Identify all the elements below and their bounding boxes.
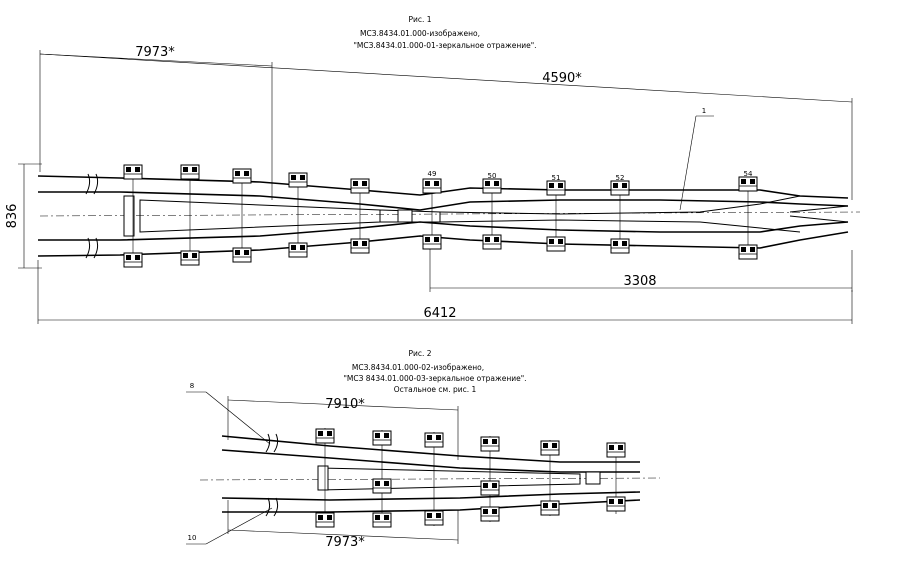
fig1-caption-line1: МСЗ.8434.01.000-изображено, <box>360 29 480 38</box>
dim-3308-label: 3308 <box>623 274 656 289</box>
tie-number: 49 <box>428 170 437 178</box>
centerline-fig2 <box>199 477 661 481</box>
dimension-4590: 4590* <box>39 53 853 200</box>
dim-6412-label: 6412 <box>423 306 456 321</box>
leader-1: 1 <box>679 107 714 211</box>
ref-8-label: 8 <box>190 382 194 390</box>
fig2-title: Рис. 2 <box>408 349 431 358</box>
dim-7973-label: 7973* <box>135 45 175 60</box>
leader-8: 8 <box>186 382 271 445</box>
ref-10-label: 10 <box>188 534 197 542</box>
frog-fig2 <box>317 465 601 491</box>
tie-numbers-fig1: 49 50 51 52 54 <box>428 170 753 182</box>
centerline-fig1 <box>39 211 861 217</box>
tie-number: 52 <box>616 174 625 182</box>
upper-rail-fig1 <box>37 173 849 211</box>
dimension-3308: 3308 <box>429 245 853 292</box>
dimension-6412: 6412 <box>37 260 853 324</box>
dim-4590-label: 4590* <box>542 71 582 86</box>
dimension-836: 836 <box>5 163 42 269</box>
figure-1: Рис. 1 МСЗ.8434.01.000-изображено, "МСЗ.… <box>5 15 861 324</box>
figure-2: Рис. 2 МСЗ.8434.01.000-02-изображено, "М… <box>186 349 661 550</box>
frog-fig1 <box>123 195 849 237</box>
tie-number: 51 <box>552 174 561 182</box>
dimension-7973-fig2: 7973* <box>227 500 459 550</box>
tie-number: 50 <box>488 172 497 180</box>
dimension-7973-fig1: 7973* <box>39 45 273 200</box>
fig1-title: Рис. 1 <box>408 15 431 24</box>
dim-836-label: 836 <box>5 204 20 229</box>
dim-7910-label: 7910* <box>325 397 365 412</box>
tie-number: 54 <box>744 170 753 178</box>
fig2-caption-line1: МСЗ.8434.01.000-02-изображено, <box>352 363 484 372</box>
lower-rail-fig2 <box>221 491 641 517</box>
fig2-caption-line2: "МСЗ 8434.01.000-03-зеркальное отражение… <box>343 374 526 383</box>
fig1-caption-line2: "МСЗ.8434.01.000-01-зеркальное отражение… <box>353 41 536 50</box>
fig2-caption-line3: Остальное см. рис. 1 <box>394 385 477 394</box>
ref-1-label: 1 <box>702 107 706 115</box>
leader-10: 10 <box>186 507 273 545</box>
lower-rail-fig1 <box>37 221 849 259</box>
dim-7973-fig2-label: 7973* <box>325 535 365 550</box>
upper-chairs-fig2 <box>315 428 626 458</box>
dimension-7910: 7910* <box>227 396 459 460</box>
